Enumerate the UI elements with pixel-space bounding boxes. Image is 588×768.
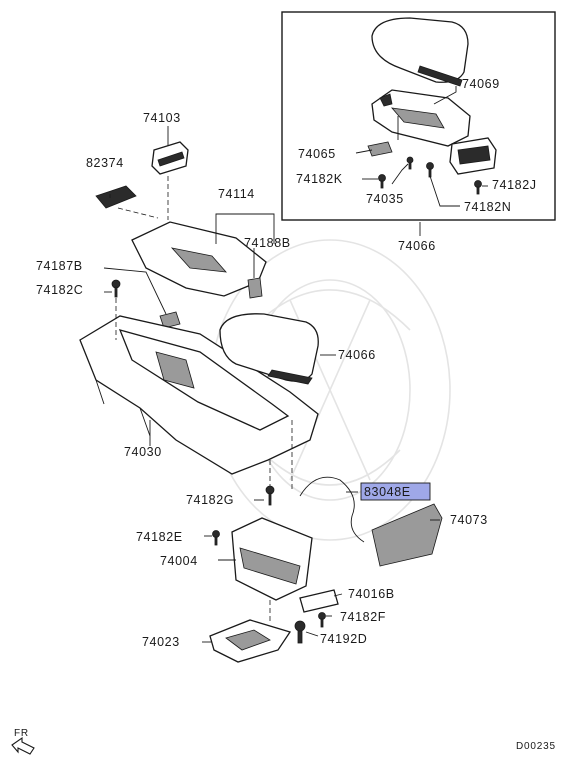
base-bracket-74023 [209,619,292,663]
screw-74182F [318,612,326,628]
cover-82374 [95,185,137,209]
callout-74182E: 74182E [136,530,183,544]
callout-83048E: 83048E [364,485,411,499]
callout-74004: 74004 [160,554,198,568]
callout-74066-inset: 74066 [398,239,436,253]
leader-lines [103,86,488,643]
front-marker: FR [11,728,35,755]
drawing-code: D00235 [516,741,556,752]
callout-74182C: 74182C [36,283,83,297]
clip-74065 [367,141,393,157]
front-marker-text: FR [14,728,29,739]
bolt-74192D [294,620,306,644]
screw-74182N [426,162,434,178]
screw-74182C [111,279,121,298]
screw-74182G [265,485,275,506]
armrest-base-inset [371,89,471,147]
console-module-74069 [449,137,497,175]
panel-74114 [131,221,267,297]
screw-74182J [474,180,482,195]
callout-74030: 74030 [124,445,162,459]
screw-74182K [378,174,386,189]
highlight-box [360,482,431,501]
clip-74188B [247,277,263,299]
callout-74066-main: 74066 [338,348,376,362]
callout-82374: 82374 [86,156,124,170]
callout-74182G: 74182G [186,493,234,507]
callout-labels: 74103 82374 74114 74188B 74187B 74182C 7… [36,77,537,649]
callout-74182K: 74182K [296,172,343,186]
callout-74073: 74073 [450,513,488,527]
screw-74182E [212,530,220,546]
callout-74188B: 74188B [244,236,291,250]
harness-83048E [299,476,365,543]
callout-74023: 74023 [142,635,180,649]
console-body-74030 [79,315,319,475]
callout-74187B: 74187B [36,259,83,273]
callout-74016B: 74016B [348,587,395,601]
armrest-lid-74069 [371,17,469,87]
front-arrow-icon [11,736,35,755]
callout-74182J: 74182J [492,178,537,192]
side-panel-74073 [371,503,443,567]
screw-74035 [406,156,414,170]
inset-box [281,11,556,221]
bracket-74004 [231,517,313,601]
switch-74103 [151,141,189,175]
callout-74035: 74035 [366,192,404,206]
clip-74187B [159,311,181,329]
callout-74192D: 74192D [320,632,367,646]
callout-74182N: 74182N [464,200,511,214]
callout-74114: 74114 [218,187,255,201]
callout-74103: 74103 [143,111,181,125]
bracket-74016B [299,589,339,613]
callout-74065: 74065 [298,147,336,161]
armrest-74066 [219,313,319,385]
callout-74182F: 74182F [340,610,386,624]
callout-74069: 74069 [462,77,500,91]
